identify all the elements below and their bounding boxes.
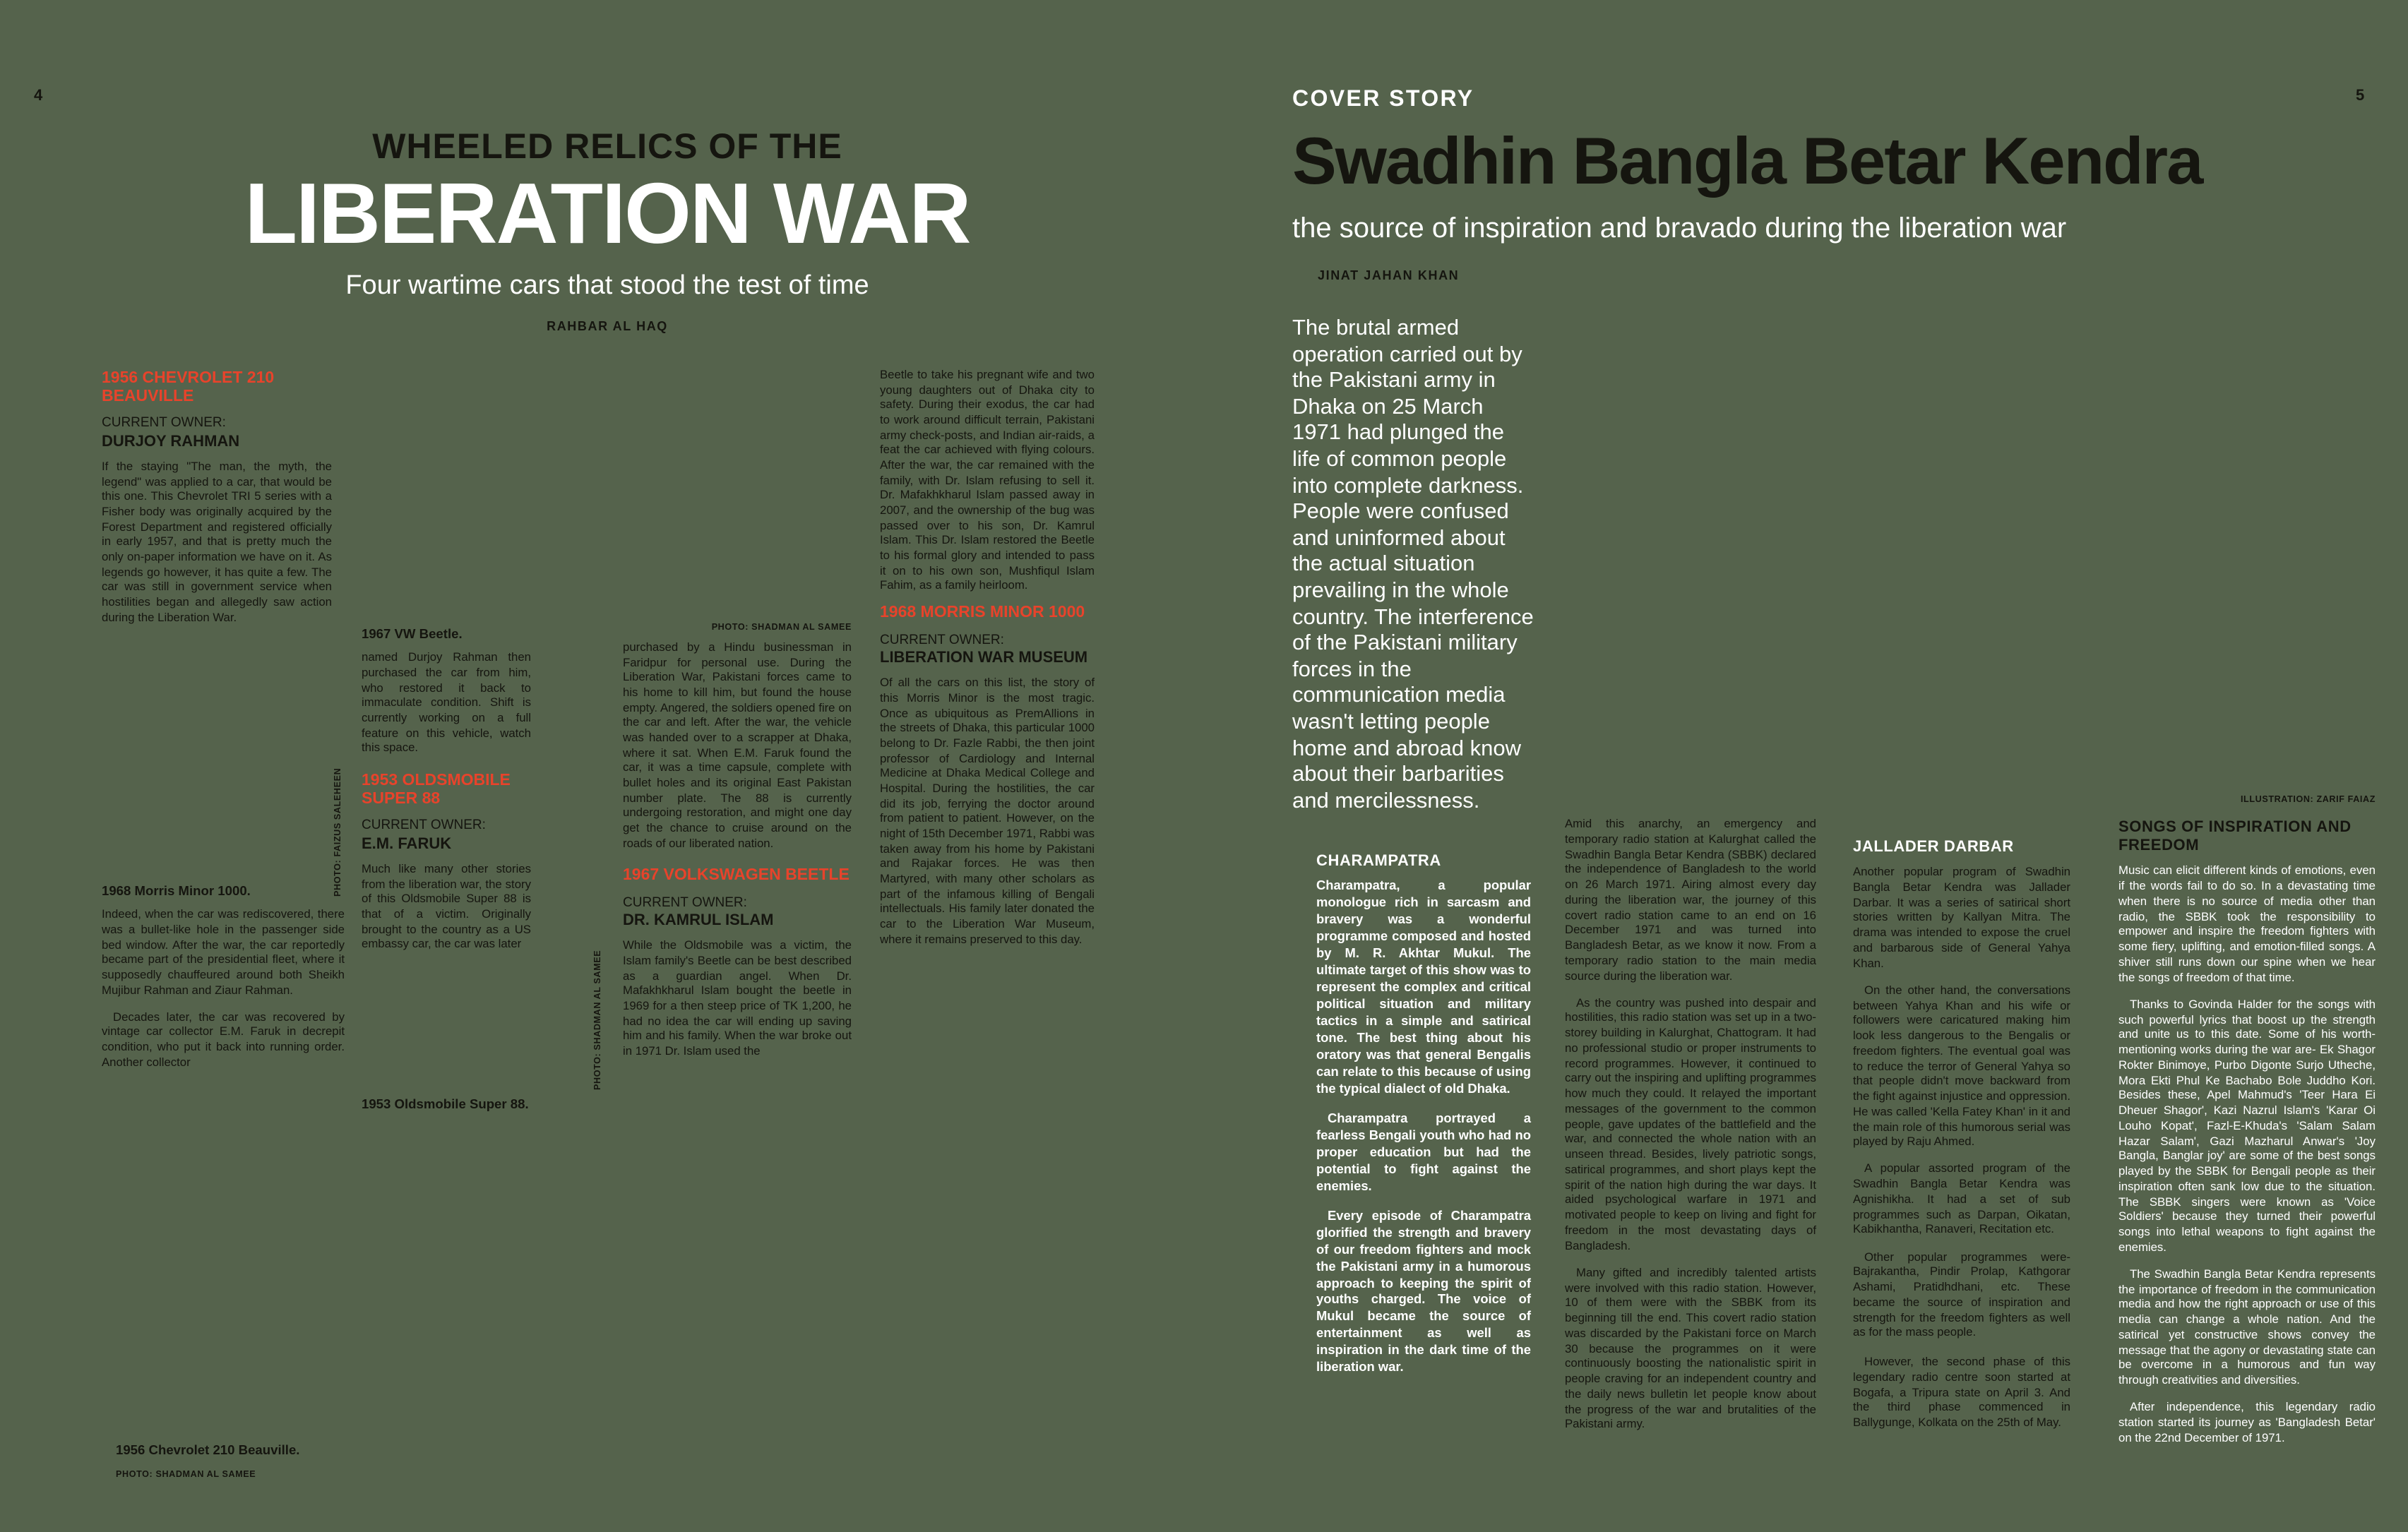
intro-paragraph: The brutal armed operation carried out b… (1292, 316, 1534, 813)
page-number-left: 4 (34, 88, 43, 104)
section-oldsmobile: 1967 VW Beetle. named Durjoy Rahman then… (362, 627, 531, 964)
photo-caption-beetle: 1967 VW Beetle. (362, 627, 463, 641)
section-anarchy-column: Amid this anarchy, an emergency and temp… (1565, 816, 1816, 1444)
section-heading-charampatra: CHARAMPATRA (1316, 853, 1441, 870)
car-heading-morris: 1968 MORRIS MINOR 1000 (880, 604, 1085, 622)
body-paragraph: Every episode of Charampatra glorified t… (1316, 1208, 1531, 1375)
body-paragraph: Much like many other stories from the li… (362, 861, 531, 951)
photo-credit-vertical-faizus: PHOTO: FAIZUS SALEHEEN (333, 767, 343, 897)
photo-credit-bottom: PHOTO: SHADMAN AL SAMEE (116, 1470, 256, 1480)
body-paragraph: Charampatra, a popular monologue rich in… (1316, 878, 1531, 1096)
cover-story-byline: JINAT JAHAN KHAN (1318, 268, 1460, 282)
right-masthead: COVER STORY Swadhin Bangla Betar Kendra … (1292, 88, 2309, 282)
article-kicker: WHEELED RELICS OF THE (372, 127, 842, 167)
car-heading-oldsmobile: 1953 OLDSMOBILE SUPER 88 (362, 772, 511, 808)
photo-credit-inline: PHOTO: SHADMAN AL SAMEE (711, 623, 852, 633)
body-paragraph: However, the second phase of this legend… (1853, 1354, 2070, 1430)
section-heading-songs: SONGS OF INSPIRATION AND FREEDOM (2118, 819, 2352, 855)
body-paragraph: named Durjoy Rahman then purchased the c… (362, 650, 531, 755)
illustration-credit: ILLUSTRATION: ZARIF FAIAZ (2240, 795, 2376, 805)
owner-label: CURRENT OWNER: (880, 632, 1004, 648)
body-paragraph: purchased by a Hindu businessman in Fari… (623, 640, 852, 850)
body-paragraph: As the country was pushed into despair a… (1565, 995, 1816, 1252)
cover-story-kicker: COVER STORY (1292, 88, 1474, 112)
photo-caption-chevrolet: 1956 Chevrolet 210 Beauville. (116, 1443, 300, 1457)
section-songs: SONGS OF INSPIRATION AND FREEDOM Music c… (2118, 819, 2376, 1457)
photo-caption-oldsmobile: 1953 Oldsmobile Super 88. (362, 1097, 529, 1111)
body-paragraph: Indeed, when the car was rediscovered, t… (102, 906, 345, 997)
owner-name-morris: LIBERATION WAR MUSEUM (880, 650, 1088, 667)
body-paragraph: A popular assorted program of the Swadhi… (1853, 1161, 2070, 1236)
body-paragraph: Of all the cars on this list, the story … (880, 675, 1095, 946)
body-paragraph: After independence, this legendary radio… (2118, 1399, 2376, 1444)
photo-credit-vertical-shadman: PHOTO: SHADMAN AL SAMEE (593, 950, 603, 1090)
cover-story-subtitle: the source of inspiration and bravado du… (1292, 213, 2067, 244)
body-paragraph: If the staying "The man, the myth, the l… (102, 459, 332, 624)
owner-name-chevrolet: DURJOY RAHMAN (102, 433, 240, 450)
owner-label: CURRENT OWNER: (362, 818, 486, 834)
section-jallader: JALLADER DARBAR Another popular program … (1853, 839, 2070, 1442)
article-subtitle: Four wartime cars that stood the test of… (345, 271, 869, 301)
section-morris: Beetle to take his pregnant wife and two… (880, 367, 1095, 959)
body-paragraph: Another popular program of Swadhin Bangl… (1853, 864, 2070, 970)
car-heading-chevrolet: 1956 CHEVROLET 210 BEAUVILLE (102, 370, 275, 406)
owner-label: CURRENT OWNER: (623, 894, 747, 911)
body-paragraph: The Swadhin Bangla Betar Kendra represen… (2118, 1266, 2376, 1387)
left-masthead: WHEELED RELICS OF THE LIBERATION WAR Fou… (212, 127, 1003, 333)
photo-caption-morris: 1968 Morris Minor 1000. (102, 884, 251, 898)
body-paragraph: Charampatra portrayed a fearless Bengali… (1316, 1111, 1531, 1193)
body-paragraph: While the Oldsmobile was a victim, the I… (623, 938, 852, 1058)
article-title: LIBERATION WAR (244, 165, 972, 261)
section-volkswagen: PHOTO: SHADMAN AL SAMEE purchased by a H… (623, 623, 852, 1070)
section-heading-jallader: JALLADER DARBAR (1853, 839, 2014, 856)
car-heading-volkswagen: 1967 VOLKSWAGEN BEETLE (623, 867, 850, 885)
body-paragraph: Amid this anarchy, an emergency and temp… (1565, 816, 1816, 982)
section-charampatra: CHARAMPATRA Charampatra, a popular monol… (1316, 853, 1531, 1390)
page-number-right: 5 (2356, 88, 2365, 104)
owner-label: CURRENT OWNER: (102, 415, 226, 431)
body-paragraph: Many gifted and incredibly talented arti… (1565, 1264, 1816, 1431)
section-chevrolet: 1956 CHEVROLET 210 BEAUVILLE CURRENT OWN… (102, 370, 332, 637)
body-paragraph: On the other hand, the conversations bet… (1853, 982, 2070, 1149)
owner-name-volkswagen: DR. KAMRUL ISLAM (623, 912, 774, 930)
article-byline: RAHBAR AL HAQ (547, 319, 668, 333)
body-paragraph: Music can elicit different kinds of emot… (2118, 863, 2376, 984)
body-paragraph: Thanks to Govinda Halder for the songs w… (2118, 996, 2376, 1254)
cover-story-title: Swadhin Bangla Betar Kendra (1292, 123, 2203, 198)
body-paragraph: Beetle to take his pregnant wife and two… (880, 367, 1095, 592)
owner-name-oldsmobile: E.M. FARUK (362, 835, 452, 853)
body-paragraph: Other popular programmes were- Bajrakant… (1853, 1249, 2070, 1339)
chevrolet-photo-caption: 1956 Chevrolet 210 Beauville. PHOTO: SHA… (116, 1443, 398, 1480)
body-paragraph: Decades later, the car was recovered by … (102, 1009, 345, 1069)
section-morris-recovery: 1968 Morris Minor 1000. Indeed, when the… (102, 884, 345, 1081)
